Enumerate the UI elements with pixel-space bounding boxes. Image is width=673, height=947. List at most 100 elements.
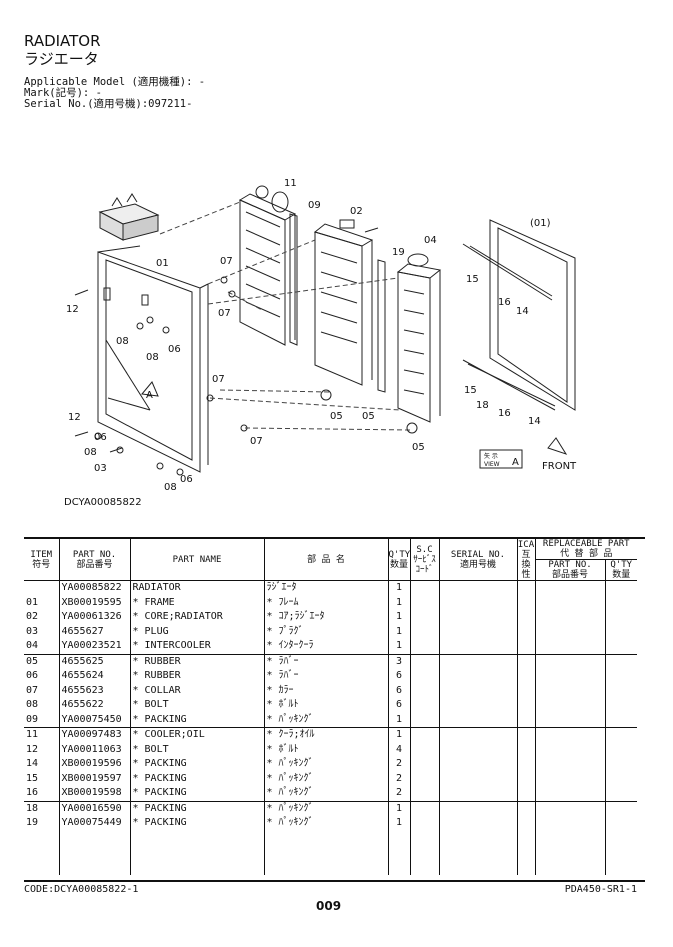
cell-qty: 1 (387, 595, 410, 610)
cell-empty (409, 595, 439, 610)
cell-name: * INTERCOOLER (129, 639, 264, 654)
cell-name: RADIATOR (129, 580, 264, 596)
cell-name: * PLUG (129, 624, 264, 639)
cell-empty (534, 800, 605, 816)
cell-jp: * ﾌﾚｰﾑ (263, 595, 388, 610)
callout-18: 18 (476, 400, 489, 411)
view-arrow-icon (141, 381, 159, 397)
cell-empty (409, 800, 439, 816)
cell-empty (409, 742, 439, 757)
header-jp-name: 部 品 名 (263, 539, 388, 581)
cell-empty (516, 669, 535, 684)
cell-empty (438, 727, 517, 743)
cell-jp: * ｺｱ;ﾗｼﾞｴｰﾀ (263, 610, 388, 625)
callout-06b: 06 (94, 432, 107, 443)
cell-empty (438, 669, 517, 684)
view-label-jp: 矢 示 (484, 452, 498, 460)
callout-15b: 15 (464, 385, 477, 396)
page-title-jp: ラジエータ (24, 50, 99, 68)
cell-empty (438, 830, 517, 875)
cell-item: 15 (26, 772, 39, 784)
frame-part (97, 245, 209, 473)
cell-item: 07 (26, 684, 39, 696)
cell-empty (604, 816, 638, 831)
cell-empty (534, 786, 605, 801)
cell-empty (516, 830, 535, 875)
cell-item: 11 (24, 727, 59, 743)
cell-empty (438, 742, 517, 757)
cell-qty: 6 (387, 683, 410, 698)
cell-jp: * ﾊﾟｯｷﾝｸﾞ (263, 786, 388, 801)
cell-empty (516, 653, 535, 669)
cell-empty (604, 653, 638, 669)
cell-empty (516, 683, 535, 698)
cell-jp: * ﾊﾟｯｷﾝｸﾞ (263, 816, 388, 831)
callout-06a: 06 (168, 344, 181, 355)
cell-qty: 6 (387, 669, 410, 684)
cell-empty (534, 727, 605, 743)
cell-empty (438, 610, 517, 625)
cell-part-no: XB00019597 (58, 771, 130, 786)
cell-empty (604, 742, 638, 757)
cell-empty (263, 830, 388, 875)
cell-jp: * ﾗﾊﾞｰ (263, 669, 388, 684)
cell-jp: * ﾊﾟｯｷﾝｸﾞ (263, 800, 388, 816)
cell-empty (516, 757, 535, 772)
cell-empty (604, 580, 638, 596)
applicable-model: Applicable Model (適用機種): - (24, 76, 206, 88)
cell-empty (604, 830, 638, 875)
cell-qty: 1 (387, 727, 410, 743)
table-top-rule (24, 537, 645, 539)
cell-name: * COOLER;OIL (129, 727, 264, 743)
cell-empty (438, 595, 517, 610)
cell-part-no: YA00023521 (58, 639, 130, 654)
cell-empty (438, 580, 517, 596)
cell-empty (534, 610, 605, 625)
cell-part-no: YA00075450 (58, 712, 130, 728)
callout-08b: 08 (146, 352, 159, 363)
cell-empty (604, 771, 638, 786)
cell-empty (516, 816, 535, 831)
callout-16a: 16 (498, 297, 511, 308)
cell-jp: * ﾗﾊﾞｰ (263, 653, 388, 669)
cell-empty (438, 683, 517, 698)
footer-code: CODE:DCYA00085822-1 (24, 884, 139, 895)
cell-qty: 1 (387, 639, 410, 654)
cell-name: * PACKING (129, 816, 264, 831)
packing-strip-part (289, 213, 298, 346)
cell-empty (604, 683, 638, 698)
cell-empty (438, 639, 517, 654)
callout-07d: 07 (250, 436, 263, 447)
cell-jp: * ﾊﾟｯｷﾝｸﾞ (263, 771, 388, 786)
cell-empty (438, 624, 517, 639)
cell-item: 19 (26, 817, 39, 828)
callout-07c: 07 (212, 374, 225, 385)
cell-qty: 1 (387, 800, 410, 816)
footer-rule (24, 880, 645, 882)
cell-empty (534, 742, 605, 757)
callout-08a: 08 (116, 336, 129, 347)
cell-empty (438, 816, 517, 831)
cell-part-no: YA00016590 (58, 800, 130, 816)
callout-07a: 07 (220, 256, 233, 267)
cell-empty (534, 683, 605, 698)
cell-item: 18 (24, 800, 59, 816)
cell-empty (516, 698, 535, 713)
cell-empty (438, 757, 517, 772)
cell-empty (516, 639, 535, 654)
callout-09: 09 (308, 200, 321, 211)
cell-empty (409, 610, 439, 625)
callout-19: 19 (392, 247, 405, 258)
callout-11: 11 (284, 178, 297, 189)
serial-number: Serial No.(適用号機):097211- (24, 98, 193, 110)
